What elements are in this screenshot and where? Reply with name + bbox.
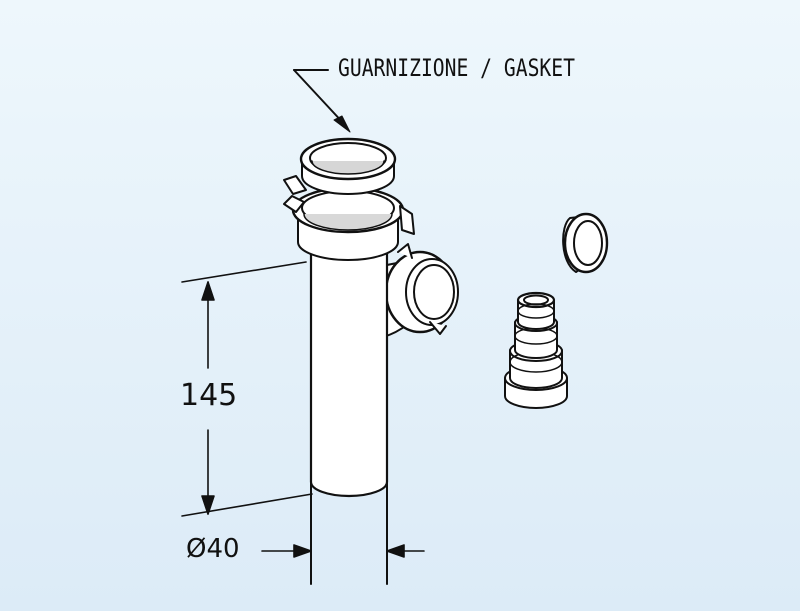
diameter-dimension-label: Ø40 [186,534,240,564]
gasket-ring [299,137,397,195]
diameter-dimension [261,544,425,558]
hose-adapter [504,291,568,409]
cap-plug [562,212,609,274]
height-dimension [181,261,313,517]
main-tube [309,246,389,585]
coupling-nut [283,175,415,261]
height-dimension-label: 145 [180,378,238,413]
gasket-arrow [293,69,351,133]
gasket-label: GUARNIZIONE / GASKET [338,54,575,82]
